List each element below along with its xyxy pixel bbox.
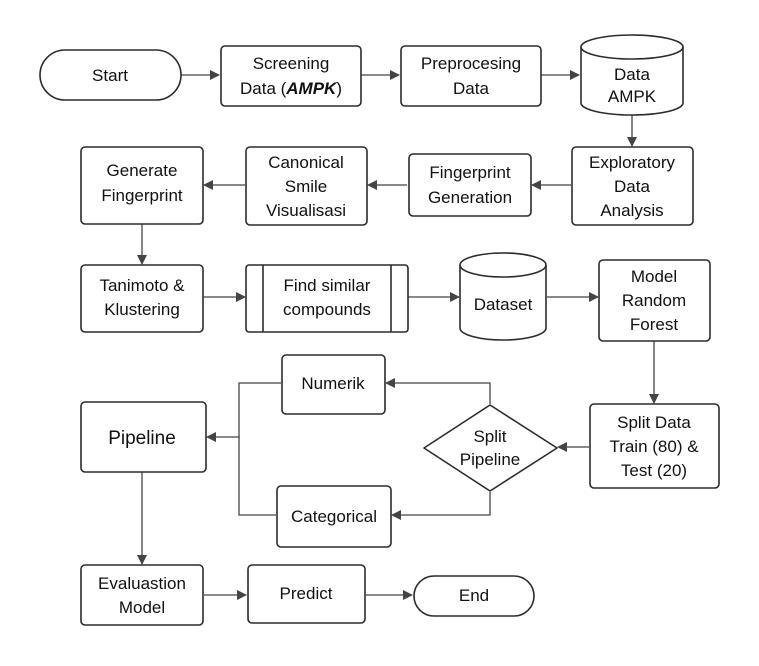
edge-numerik-pipeline [206, 382, 281, 442]
node-split-data-label-line2: Train (80) & [609, 437, 699, 456]
node-find-similar-label-line1: Find similar [284, 276, 371, 295]
node-generate-fingerprint: Generate Fingerprint [80, 146, 204, 225]
node-fp-generation-label-line1: Fingerprint [429, 163, 511, 182]
node-end: End [413, 575, 535, 617]
node-tanimoto-label-line1: Tanimoto & [99, 276, 185, 295]
edges [137, 70, 659, 600]
node-fp-generation-label-line2: Generation [428, 188, 512, 207]
node-preprocessing-data: Preprocesing Data [400, 45, 542, 107]
node-find-similar-label-line2: compounds [283, 300, 371, 319]
node-evaluation-label-line1: Evaluastion [98, 574, 186, 593]
node-numerik: Numerik [281, 354, 386, 415]
node-preprocessing-label-line1: Preprocesing [421, 54, 521, 73]
node-canonical-smile-visualisasi: Canonical Smile Visualisasi [245, 146, 368, 226]
node-preprocessing-label-line2: Data [453, 79, 489, 98]
node-screening-label-line1: Screening [253, 54, 330, 73]
node-eda-label-line2: Data [614, 177, 650, 196]
node-data-ampk-database: Data AMPK [580, 34, 684, 116]
edge-categorical-pipeline [238, 437, 276, 516]
node-exploratory-data-analysis: Exploratory Data Analysis [571, 146, 694, 226]
node-split-data: Split Data Train (80) & Test (20) [589, 403, 720, 489]
node-tanimoto-klustering: Tanimoto & Klustering [80, 264, 204, 333]
node-tanimoto-label-line2: Klustering [104, 300, 180, 319]
edge-split-pipeline-numerik [385, 378, 491, 404]
node-find-similar-compounds: Find similar compounds [245, 264, 409, 333]
node-model-rf-label-line1: Model [631, 267, 677, 286]
node-pipeline-label: Pipeline [108, 428, 176, 449]
node-categorical-label: Categorical [291, 507, 377, 526]
node-generate-fp-label-line2: Fingerprint [101, 186, 183, 205]
node-split-pipeline-decision: Split Pipeline [423, 404, 558, 492]
node-model-random-forest: Model Random Forest [598, 259, 711, 342]
node-evaluation-label-line2: Model [119, 598, 165, 617]
node-evaluation-model: Evaluastion Model [80, 564, 204, 626]
node-canonical-label-line1: Canonical [268, 153, 344, 172]
node-screening-label-line2: Data (AMPK) [240, 79, 342, 98]
node-generate-fp-label-line1: Generate [107, 161, 178, 180]
node-eda-label-line1: Exploratory [589, 153, 675, 172]
edge-split-pipeline-categorical [391, 492, 491, 520]
node-categorical: Categorical [276, 485, 392, 548]
node-eda-label-line3: Analysis [600, 201, 663, 220]
node-start-label: Start [92, 66, 128, 85]
node-split-pipeline-label-line1: Split [473, 427, 506, 446]
node-dataset-database: Dataset [459, 252, 547, 341]
node-split-data-label-line1: Split Data [617, 413, 691, 432]
node-predict-label: Predict [280, 584, 333, 603]
node-canonical-label-line3: Visualisasi [266, 201, 346, 220]
node-predict: Predict [247, 564, 366, 624]
node-numerik-label: Numerik [301, 374, 365, 393]
node-start: Start [39, 49, 182, 101]
node-fingerprint-generation: Fingerprint Generation [408, 153, 532, 217]
node-data-ampk-label-line2: AMPK [608, 87, 657, 106]
node-screening-data: Screening Data (AMPK) [220, 45, 362, 107]
node-split-data-label-line3: Test (20) [621, 461, 687, 480]
node-model-rf-label-line3: Forest [630, 315, 678, 334]
node-dataset-label: Dataset [474, 295, 533, 314]
node-split-pipeline-label-line2: Pipeline [460, 450, 521, 469]
node-pipeline: Pipeline [80, 401, 207, 473]
node-end-label: End [459, 586, 489, 605]
node-canonical-label-line2: Smile [285, 177, 328, 196]
node-data-ampk-label-line1: Data [614, 65, 650, 84]
node-model-rf-label-line2: Random [622, 291, 686, 310]
